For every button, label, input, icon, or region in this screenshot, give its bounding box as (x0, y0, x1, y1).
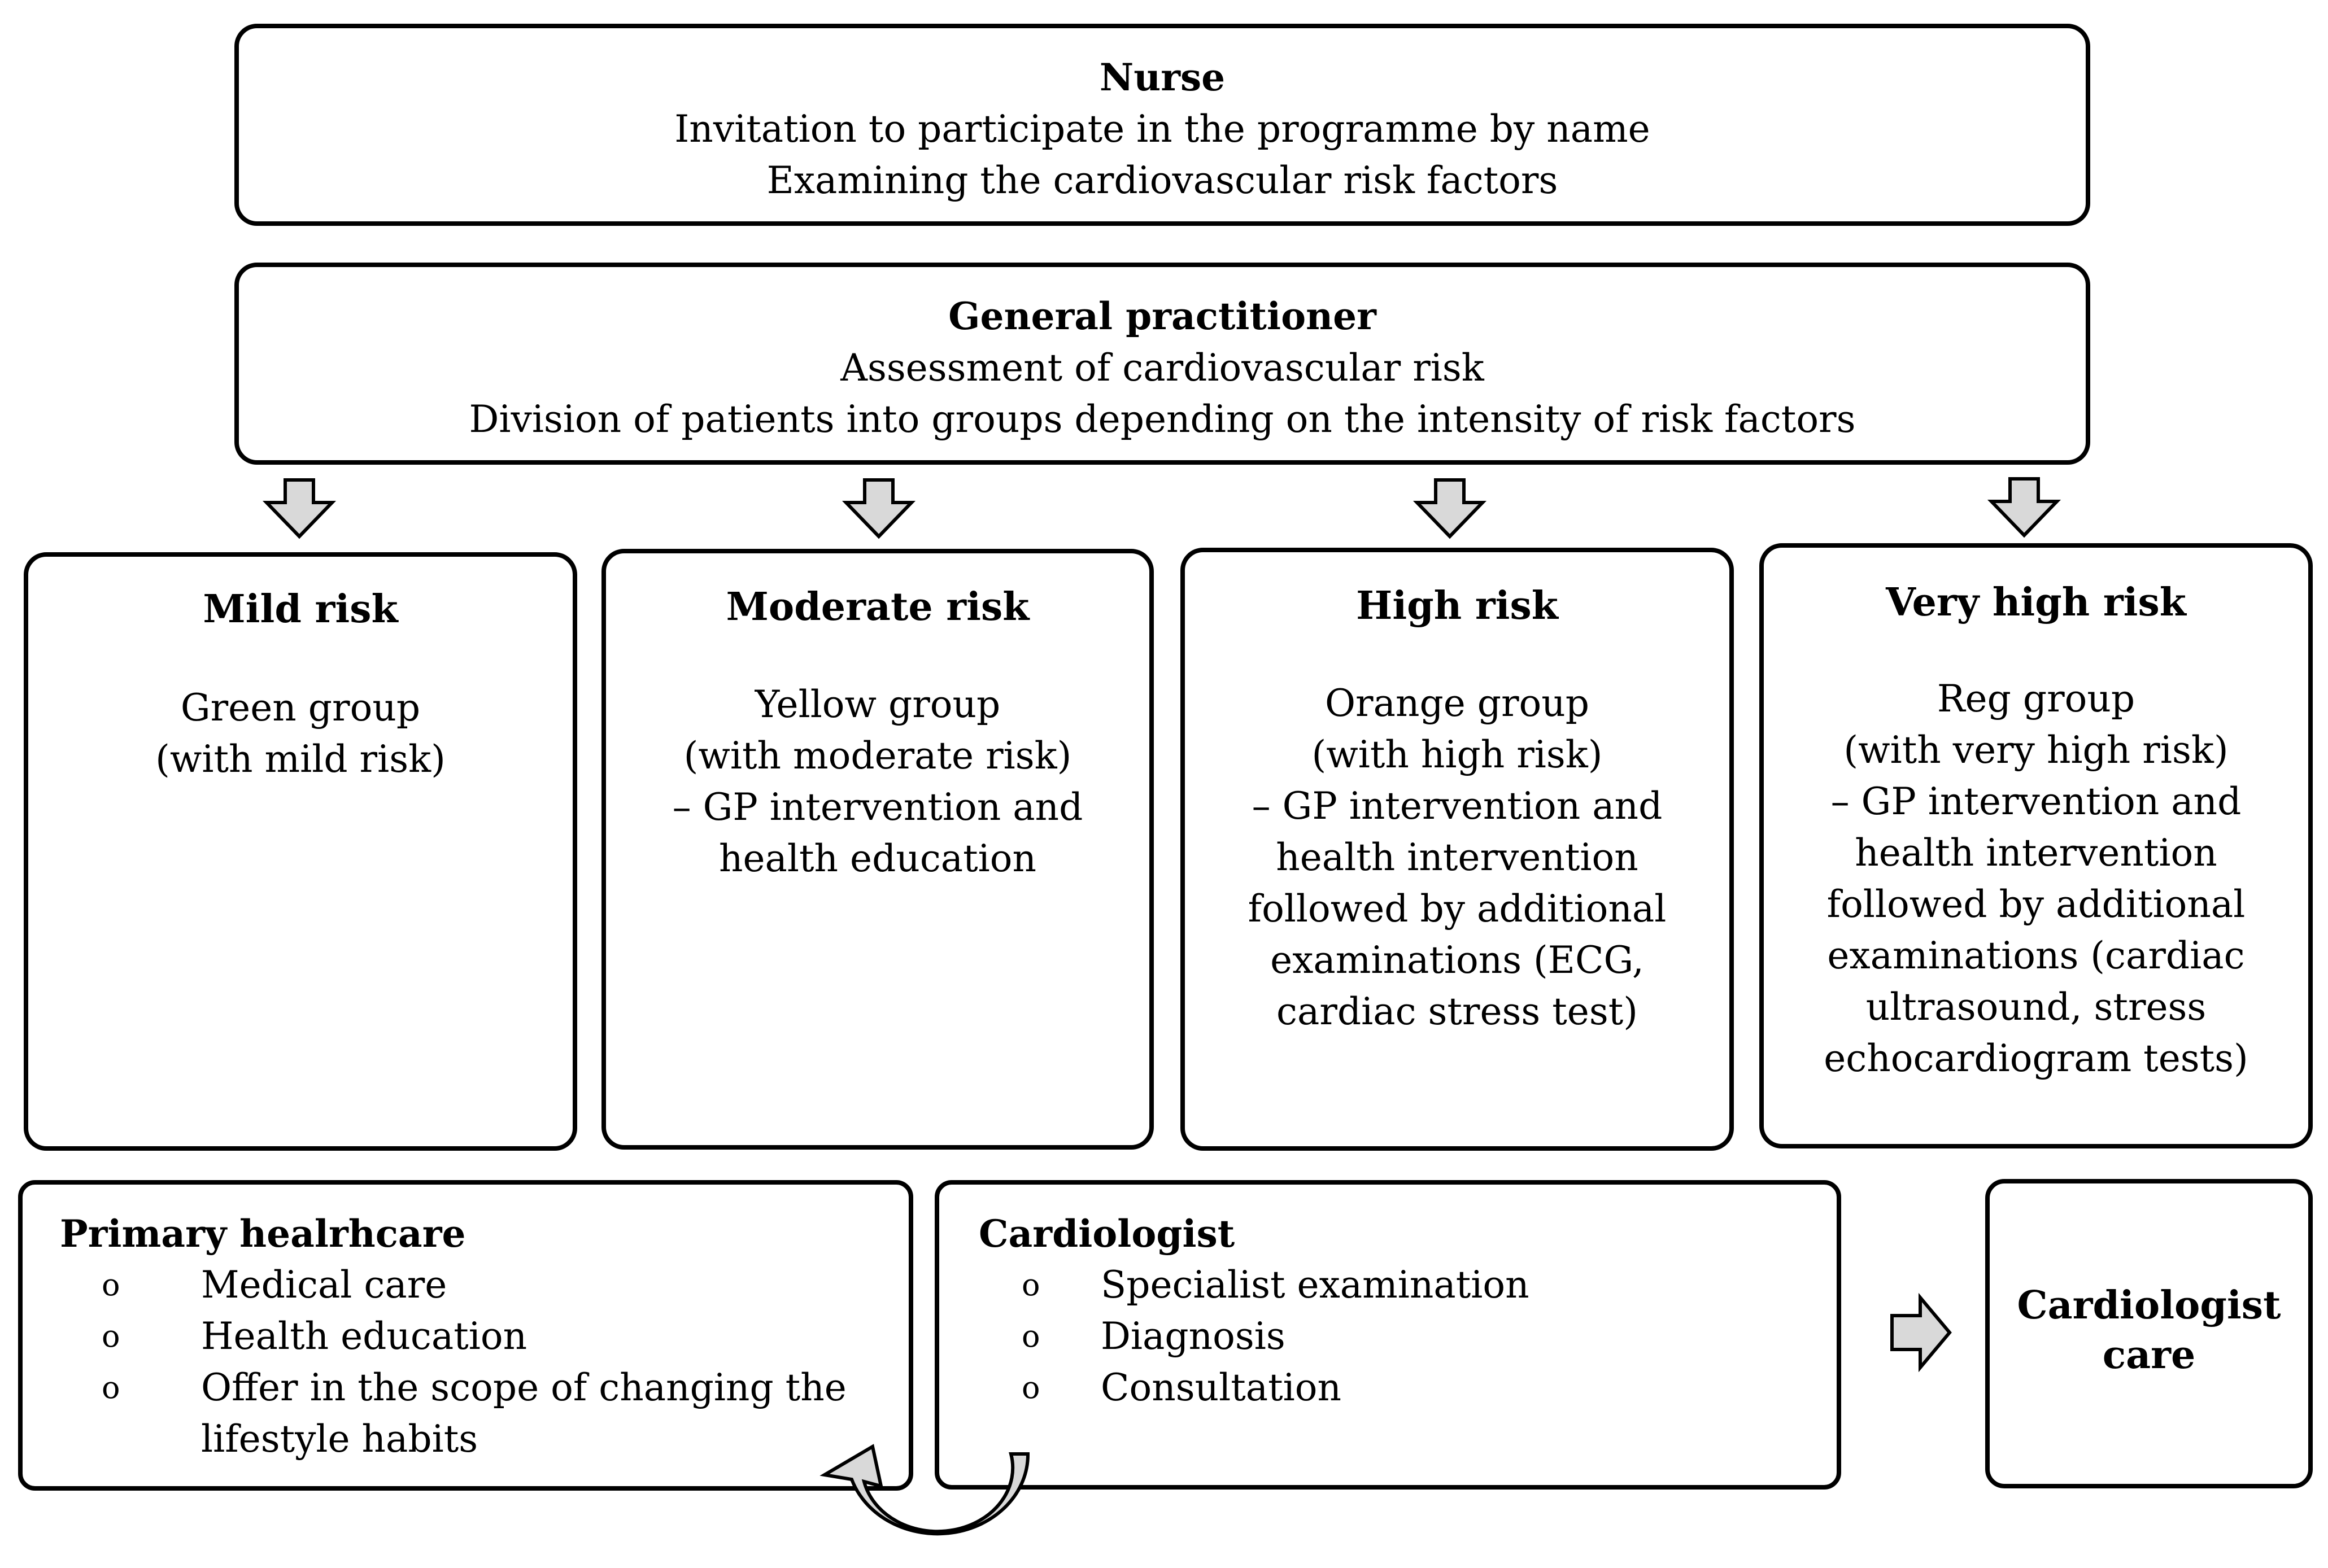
bullet-icon: o (102, 1318, 120, 1354)
primary-item-text: Health education (201, 1314, 527, 1358)
curved-arrow-icon (819, 1444, 1030, 1536)
nurse-line-2: Examining the cardiovascular risk factor… (766, 159, 1558, 202)
mild-risk-title: Mild risk (203, 587, 398, 632)
high-risk-line: followed by additional (1248, 887, 1667, 931)
high-risk-line: Orange group (1324, 682, 1590, 725)
moderate-risk-line: Yellow group (755, 683, 1001, 726)
list-item: o Medical care (102, 1259, 892, 1311)
moderate-risk-line: health education (718, 837, 1037, 880)
high-risk-line: cardiac stress test) (1276, 990, 1638, 1033)
nurse-title: Nurse (1099, 55, 1226, 99)
bullet-icon: o (1022, 1267, 1040, 1303)
gp-title: General practitioner (948, 294, 1376, 338)
cardiologist-care-box: Cardiologist care (1985, 1179, 2313, 1488)
nurse-box: Nurse Invitation to participate in the p… (234, 24, 2090, 226)
down-arrow-icon (842, 478, 916, 539)
primary-item-text: Medical care (201, 1263, 447, 1307)
bullet-icon: o (1022, 1318, 1040, 1354)
cardiologist-care-line: care (2102, 1333, 2196, 1378)
nurse-line-1: Invitation to participate in the program… (674, 107, 1650, 151)
gp-line-2: Division of patients into groups dependi… (469, 398, 1856, 441)
very-high-risk-line: – GP intervention and (1830, 780, 2242, 823)
cardiologist-item-text: Consultation (1101, 1366, 1341, 1409)
gp-box: General practitioner Assessment of cardi… (234, 263, 2090, 465)
list-item: o Consultation (1022, 1362, 1812, 1413)
cardiologist-box: Cardiologist o Specialist examination o … (935, 1180, 1841, 1490)
list-item: o Diagnosis (1022, 1311, 1812, 1362)
down-arrow-icon (262, 478, 337, 539)
primary-item-text: lifestyle habits (201, 1417, 478, 1461)
down-arrow-icon (1413, 478, 1487, 539)
mild-risk-line: Green group (180, 686, 421, 730)
moderate-risk-box: Moderate risk Yellow group (with moderat… (601, 549, 1154, 1150)
very-high-risk-line: Reg group (1937, 677, 2135, 720)
high-risk-line: (with high risk) (1311, 733, 1603, 776)
moderate-risk-line: (with moderate risk) (683, 734, 1072, 778)
very-high-risk-line: (with very high risk) (1843, 728, 2229, 772)
list-item: o Specialist examination (1022, 1259, 1812, 1311)
very-high-risk-box: Very high risk Reg group (with very high… (1759, 543, 2313, 1148)
cardiologist-item-text: Specialist examination (1101, 1263, 1529, 1307)
cardiologist-title: Cardiologist (979, 1212, 1235, 1256)
right-arrow-icon (1890, 1292, 1952, 1373)
bullet-icon: o (102, 1370, 120, 1405)
bullet-icon: o (1022, 1370, 1040, 1405)
high-risk-line: examinations (ECG, (1270, 938, 1644, 982)
list-item: o Health education (102, 1311, 892, 1362)
cardiologist-care-line: Cardiologist (2017, 1283, 2281, 1328)
gp-line-1: Assessment of cardiovascular risk (840, 346, 1484, 390)
very-high-risk-line: examinations (cardiac (1827, 934, 2245, 977)
primary-item-text: Offer in the scope of changing the (201, 1366, 847, 1409)
mild-risk-line: (with mild risk) (155, 737, 446, 781)
list-item: o Offer in the scope of changing the (102, 1362, 892, 1413)
high-risk-title: High risk (1356, 583, 1558, 628)
moderate-risk-title: Moderate risk (726, 584, 1030, 630)
high-risk-line: – GP intervention and (1252, 784, 1663, 828)
very-high-risk-line: ultrasound, stress (1865, 985, 2207, 1029)
list-item-continuation: lifestyle habits (102, 1413, 892, 1465)
primary-healthcare-title: Primary healrhcare (60, 1212, 466, 1256)
mild-risk-box: Mild risk Green group (with mild risk) (24, 552, 577, 1151)
high-risk-box: High risk Orange group (with high risk) … (1180, 548, 1734, 1151)
bullet-icon: o (102, 1267, 120, 1303)
moderate-risk-line: – GP intervention and (672, 785, 1083, 829)
very-high-risk-line: followed by additional (1826, 883, 2246, 926)
very-high-risk-line: echocardiogram tests) (1824, 1037, 2248, 1080)
high-risk-line: health intervention (1276, 836, 1638, 879)
cardiologist-item-text: Diagnosis (1101, 1314, 1285, 1358)
very-high-risk-line: health intervention (1855, 831, 2217, 875)
primary-healthcare-box: Primary healrhcare o Medical care o Heal… (18, 1180, 913, 1491)
very-high-risk-title: Very high risk (1886, 580, 2186, 625)
down-arrow-icon (1987, 477, 2061, 538)
